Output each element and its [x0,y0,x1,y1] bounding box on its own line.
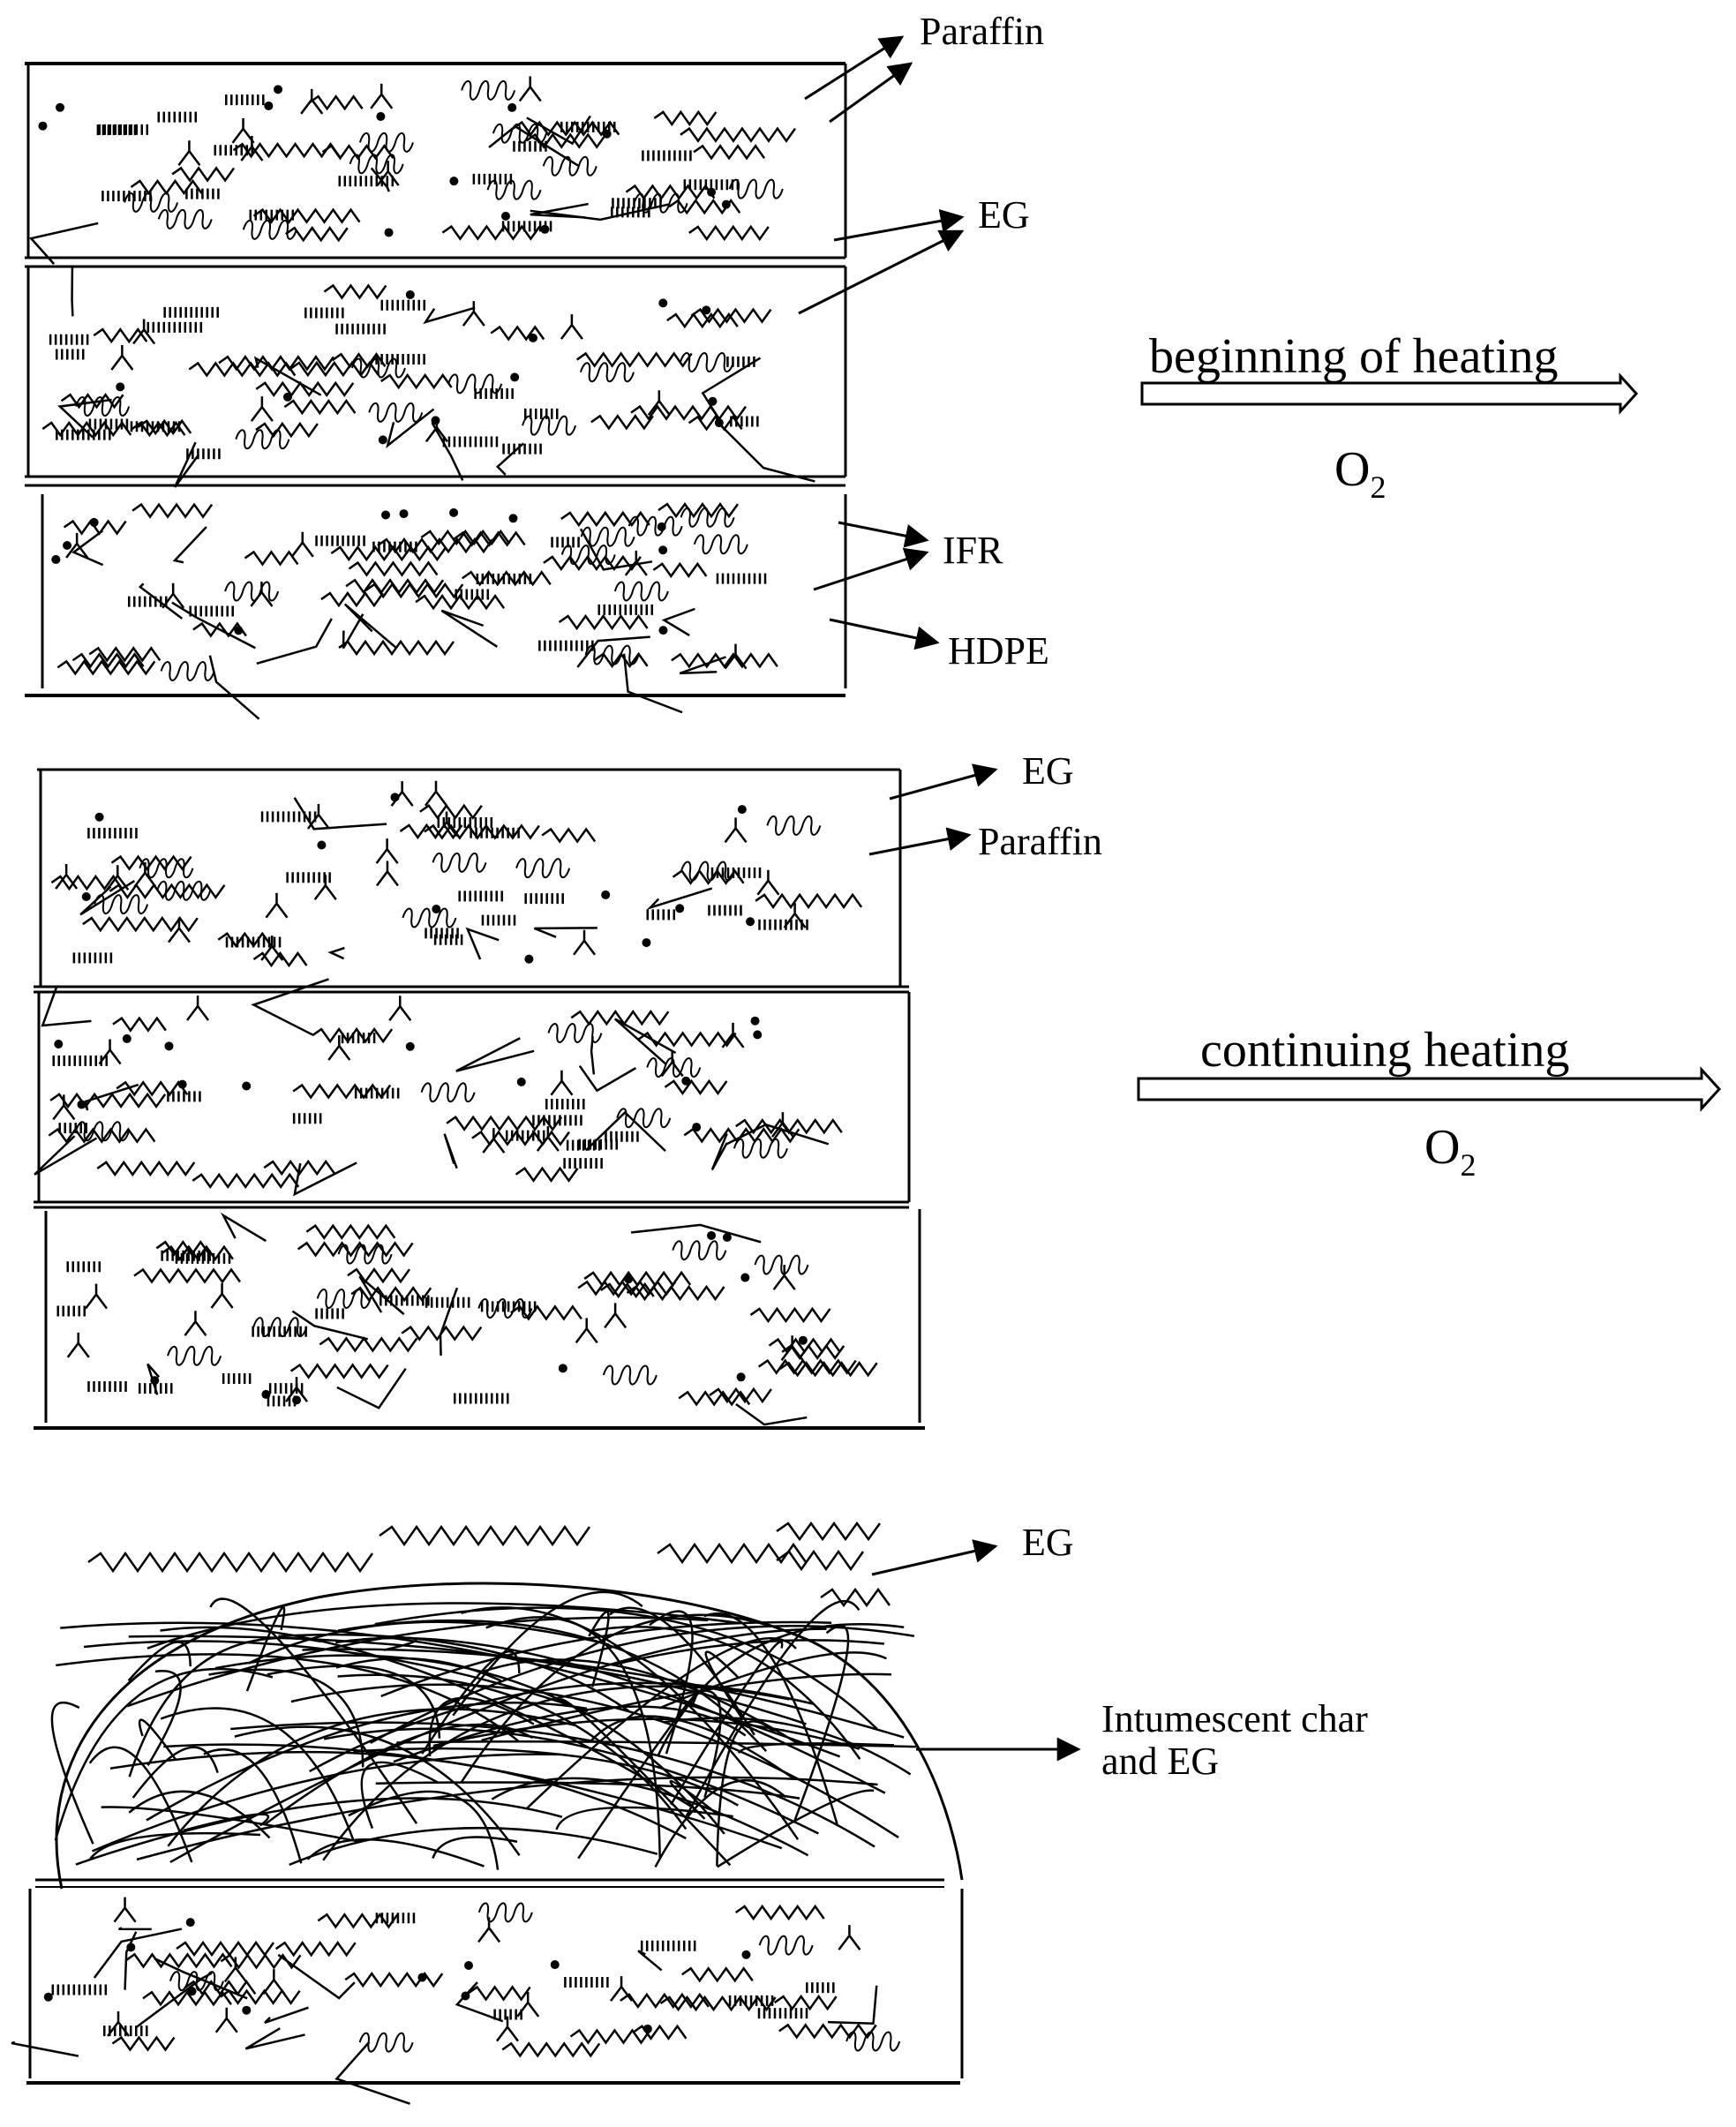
arrow-ifr-b [813,547,929,591]
gas-o2-2-symbol: O [1424,1120,1460,1175]
process-label-continuing: continuing heating [1200,1023,1569,1078]
gas-o2-2: O2 [1424,1120,1476,1183]
label-ifr: IFR [943,529,1003,572]
panel-initial-texture [28,76,815,720]
arrow-eg-3 [871,1539,998,1576]
gas-o2-1-symbol: O [1334,442,1370,497]
label-char-line2: and EG [1101,1740,1219,1783]
gas-o2-1-subscript: 2 [1370,470,1386,505]
panel-continuing-texture [11,1897,901,2105]
arrows-panel-continuing [871,1539,1081,1762]
panel-continuing: EG Intumescent char and EG [11,1521,1368,2105]
process-continuing-heating: continuing heating O2 [1137,1023,1722,1183]
intumescent-char-mass [50,1521,964,1890]
label-paraffin-2: Paraffin [978,820,1102,863]
gas-o2-1: O2 [1334,442,1386,505]
label-char-line1: Intumescent char [1101,1697,1368,1740]
arrows-panel-beginning [868,763,998,856]
arrow-paraffin-1b [829,62,913,124]
panel-initial-frame [25,62,847,697]
arrow-eg-1b [798,229,965,315]
arrow-hdpe [829,618,940,650]
arrow-paraffin-1a [804,35,905,101]
gas-o2-2-subscript: 2 [1460,1147,1476,1183]
label-paraffin-1: Paraffin [920,10,1044,53]
label-hdpe: HDPE [948,629,1049,673]
process-label-beginning: beginning of heating [1149,329,1558,384]
process-beginning-heating: beginning of heating O2 [1140,329,1639,505]
arrow-eg-1a [833,209,965,242]
arrow-paraffin-2 [868,827,972,856]
hollow-arrow-1 [1140,372,1639,415]
arrow-ifr-a [838,521,929,548]
panel-beginning: EG Paraffin [34,749,1102,1430]
panel-beginning-texture [34,780,878,1426]
hollow-arrow-2 [1137,1066,1722,1112]
label-eg-2: EG [1022,749,1074,793]
panel-beginning-frame [34,768,925,1430]
arrows-panel-initial [798,35,965,650]
arrow-eg-2 [889,763,998,800]
panel-continuing-frame [26,1878,964,2085]
panel-initial: Paraffin EG IFR HDPE [25,10,1049,720]
label-eg-3: EG [1022,1521,1074,1564]
label-eg-1: EG [978,193,1030,237]
